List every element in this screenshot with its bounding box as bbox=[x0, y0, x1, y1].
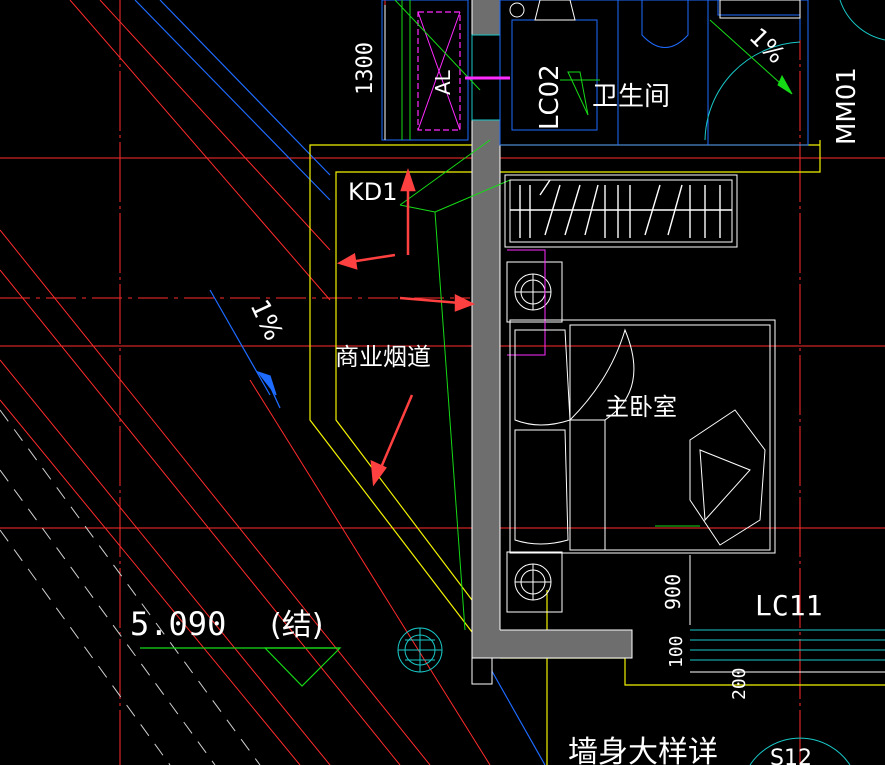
lc02-label: LC02 bbox=[535, 64, 565, 130]
section-ref-label: S12 bbox=[770, 746, 812, 765]
al-cabinet bbox=[381, 0, 510, 141]
slope-label-top-right: 1% bbox=[744, 22, 791, 69]
mm01-label: MM01 bbox=[832, 67, 862, 145]
radiator-grille bbox=[504, 174, 738, 248]
yellow-wall-outline bbox=[309, 140, 885, 765]
dimension-lines bbox=[384, 5, 885, 673]
bed bbox=[509, 319, 776, 554]
wall-detail-label: 墙身大样详 bbox=[568, 735, 718, 765]
diagonal-red-lines bbox=[0, 0, 491, 765]
al-label: AL bbox=[431, 69, 455, 95]
elevation-value: 5.090 bbox=[130, 605, 226, 643]
master-bedroom-label: 主卧室 bbox=[605, 393, 677, 421]
green-leader-lines bbox=[399, 139, 511, 631]
washbasin bbox=[509, 0, 801, 21]
flue-label: 商业烟道 bbox=[335, 343, 431, 371]
annotation-arrows bbox=[336, 168, 476, 487]
white-dashed-diagonals bbox=[0, 409, 261, 765]
dimension-1300: 1300 bbox=[353, 42, 378, 95]
rain-pipe-symbol bbox=[397, 627, 443, 673]
dimension-100: 100 bbox=[666, 635, 687, 668]
dimension-900: 900 bbox=[661, 574, 685, 610]
elevation-marker bbox=[140, 647, 342, 687]
bathroom-fixtures bbox=[499, 0, 809, 146]
floor-drain-upper bbox=[506, 249, 563, 356]
lc11-label: LC11 bbox=[755, 589, 822, 622]
slope-arrow-left bbox=[256, 370, 281, 409]
slope-label-left: 1% bbox=[244, 295, 289, 345]
wall-core bbox=[471, 0, 633, 685]
floor-drain-lower bbox=[506, 551, 563, 613]
dimension-200: 200 bbox=[729, 667, 750, 700]
structure-note: (结) bbox=[270, 608, 323, 643]
kd1-label: KD1 bbox=[348, 178, 398, 206]
bathroom-slope-arrow bbox=[560, 19, 793, 116]
bathroom-label: 卫生间 bbox=[592, 82, 670, 112]
door-swing bbox=[704, 0, 885, 765]
